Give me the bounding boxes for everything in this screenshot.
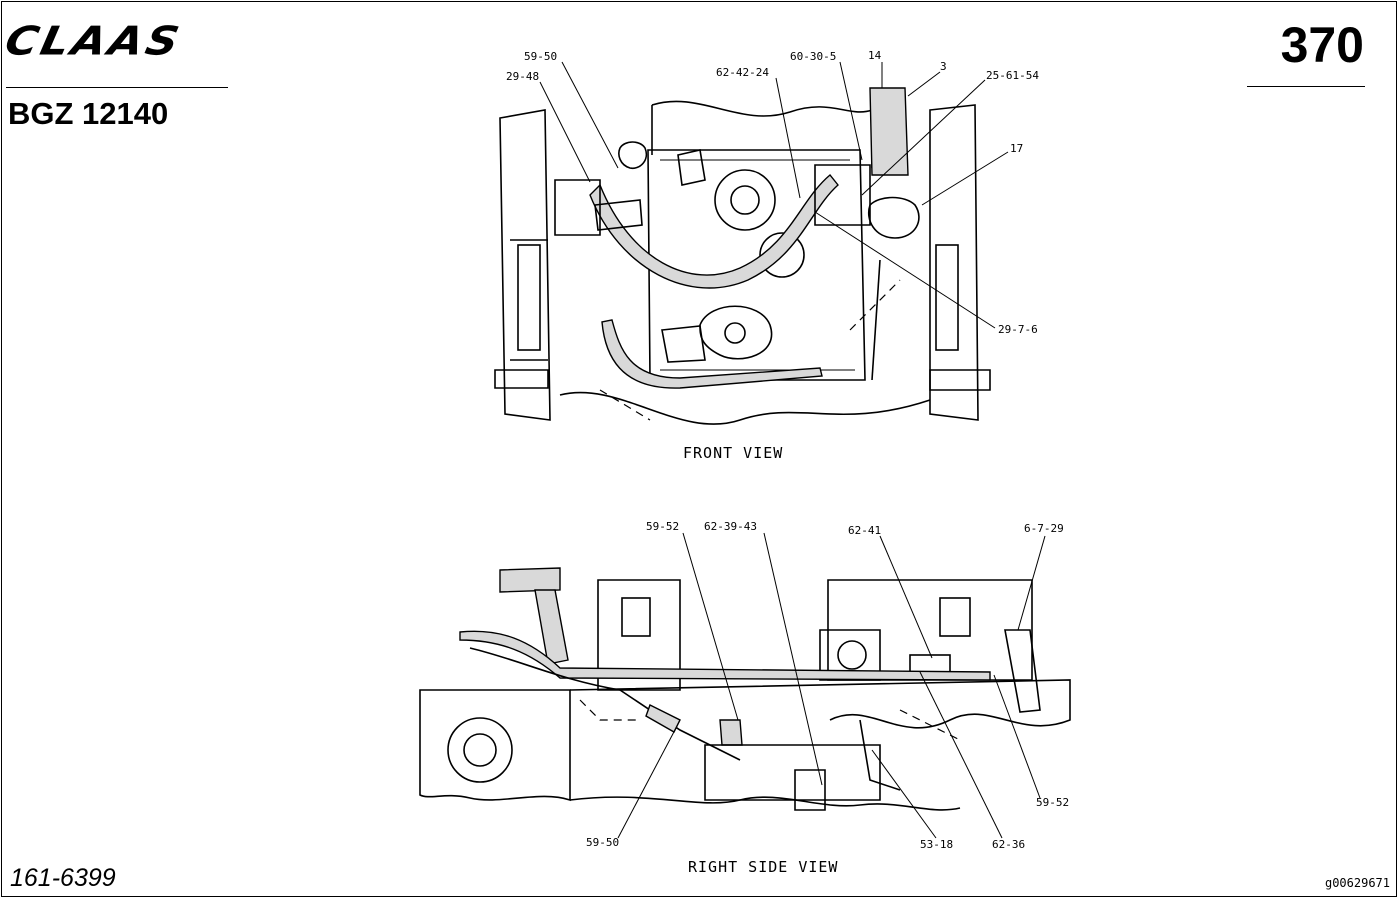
rear-frame-section bbox=[419, 689, 571, 802]
model-number: BGZ 12140 bbox=[8, 96, 169, 131]
rear-wheel-hub bbox=[447, 717, 513, 783]
hose-fitting-left bbox=[645, 704, 681, 733]
page-number-underline bbox=[1247, 86, 1365, 87]
idler-pulley bbox=[759, 232, 805, 278]
right-rail-bracket bbox=[929, 369, 991, 391]
callout-3: 3 bbox=[940, 60, 947, 73]
drain-tube bbox=[859, 719, 901, 791]
left-rail-bracket bbox=[494, 239, 549, 389]
intake-hose bbox=[534, 589, 569, 665]
right-radiator-core bbox=[935, 244, 959, 351]
side-valve bbox=[1004, 629, 1041, 713]
valve-block bbox=[814, 164, 871, 226]
reference-number: 161-6399 bbox=[10, 864, 116, 892]
callout-62-36: 62-36 bbox=[992, 838, 1025, 851]
callout-59-52-bottom: 59-52 bbox=[1036, 796, 1069, 809]
cover-plate bbox=[661, 325, 706, 363]
left-radiator-core bbox=[517, 244, 541, 351]
callout-14: 14 bbox=[868, 49, 882, 62]
engine-side-block bbox=[827, 579, 1033, 681]
engine-top-outline bbox=[651, 100, 873, 168]
dipstick-tube bbox=[871, 259, 881, 381]
right-side-view-caption: RIGHT SIDE VIEW bbox=[688, 858, 838, 876]
intake-cap bbox=[499, 567, 561, 593]
right-side-view-drawing: 59-52 62-39-43 62-41 6-7-29 59-50 53-18 … bbox=[419, 520, 1071, 876]
brand-underline bbox=[6, 87, 228, 88]
hose-fitting-mid bbox=[719, 719, 743, 746]
right-frame-rail bbox=[929, 104, 979, 421]
callout-62-41: 62-41 bbox=[848, 524, 881, 537]
hose-bundle bbox=[459, 630, 991, 681]
callout-59-50: 59-50 bbox=[524, 50, 557, 63]
callout-6-7-29: 6-7-29 bbox=[1024, 522, 1064, 535]
callout-29-7-6: 29-7-6 bbox=[998, 323, 1038, 336]
callout-59-52-top: 59-52 bbox=[646, 520, 679, 533]
callout-60-30-5: 60-30-5 bbox=[790, 50, 836, 63]
callout-59-50-bottom: 59-50 bbox=[586, 836, 619, 849]
callout-62-39-43: 62-39-43 bbox=[704, 520, 757, 533]
timing-cover bbox=[647, 149, 866, 381]
left-valve-block bbox=[554, 179, 601, 236]
front-view-caption: FRONT VIEW bbox=[683, 444, 783, 462]
cab-access-plate bbox=[621, 597, 651, 637]
front-hose-assembly bbox=[589, 174, 839, 289]
frame-bottom-outline bbox=[569, 796, 961, 811]
vertical-tube bbox=[869, 87, 909, 176]
left-frame-rail bbox=[499, 109, 551, 421]
callout-25-61-54: 25-61-54 bbox=[986, 69, 1039, 82]
callout-29-48: 29-48 bbox=[506, 70, 539, 83]
oil-pump-housing bbox=[699, 305, 773, 360]
manifold-block bbox=[909, 654, 951, 674]
callout-62-42-24: 62-42-24 bbox=[716, 66, 769, 79]
cab-panel bbox=[597, 579, 681, 691]
callout-17: 17 bbox=[1010, 142, 1023, 155]
lower-hose bbox=[601, 319, 823, 389]
central-pulley bbox=[714, 169, 776, 231]
elbow-fitting bbox=[868, 196, 920, 239]
under-frame-tank bbox=[704, 744, 881, 801]
engine-bottom-outline bbox=[559, 391, 931, 425]
image-id: g00629671 bbox=[1324, 876, 1390, 890]
page-number: 370 bbox=[1280, 17, 1364, 73]
lower-hose-run bbox=[469, 647, 741, 761]
front-view-drawing: 59-50 29-48 62-42-24 60-30-5 14 3 25-61-… bbox=[494, 49, 1039, 462]
main-frame-rail bbox=[569, 679, 1071, 729]
callout-53-18: 53-18 bbox=[920, 838, 953, 851]
